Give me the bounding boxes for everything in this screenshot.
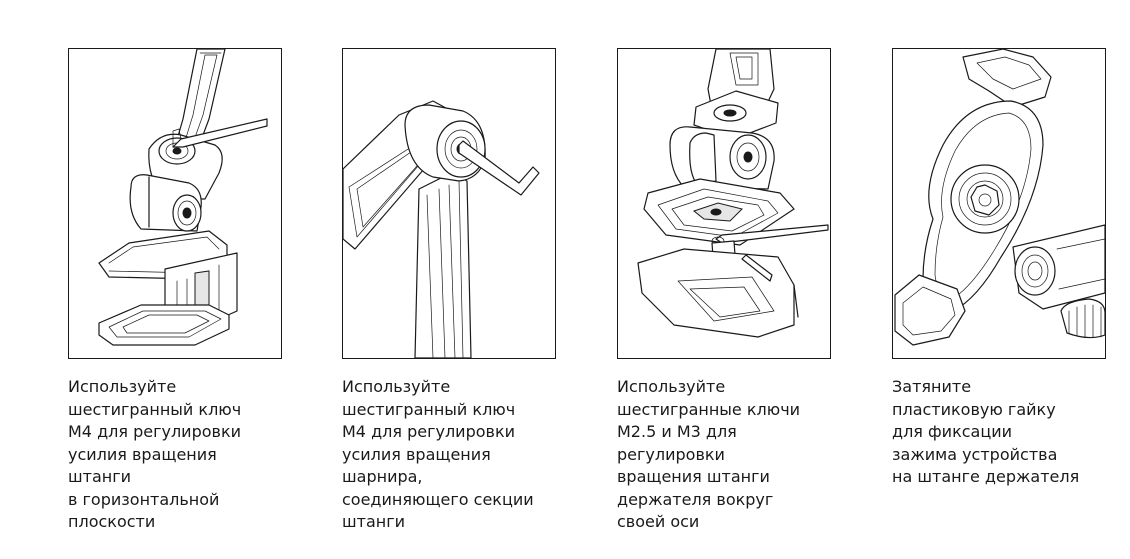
instruction-step-4: Затяните пластиковую гайку для фиксации …	[892, 48, 1106, 489]
plastic-nut-tighten-icon	[894, 49, 1105, 346]
step-caption: Используйте шестигранные ключи М2.5 и М3…	[617, 377, 801, 531]
illustration-frame	[617, 48, 831, 359]
step-caption: Затяните пластиковую гайку для фиксации …	[892, 377, 1080, 486]
illustration-frame	[68, 48, 282, 359]
instruction-step-2: Используйте шестигранный ключ М4 для рег…	[342, 48, 556, 534]
illustration-frame	[892, 48, 1106, 359]
hex-keys-holder-rotation-icon	[637, 49, 829, 338]
hex-key-joint-adjustment-icon	[343, 100, 540, 358]
step-caption: Используйте шестигранный ключ М4 для рег…	[342, 377, 534, 531]
hex-key-base-adjustment-icon	[98, 49, 268, 346]
instruction-step-3: Используйте шестигранные ключи М2.5 и М3…	[617, 48, 831, 534]
illustration-frame	[342, 48, 556, 359]
instruction-step-1: Используйте шестигранный ключ М4 для рег…	[68, 48, 282, 534]
step-caption: Используйте шестигранный ключ М4 для рег…	[68, 377, 242, 531]
